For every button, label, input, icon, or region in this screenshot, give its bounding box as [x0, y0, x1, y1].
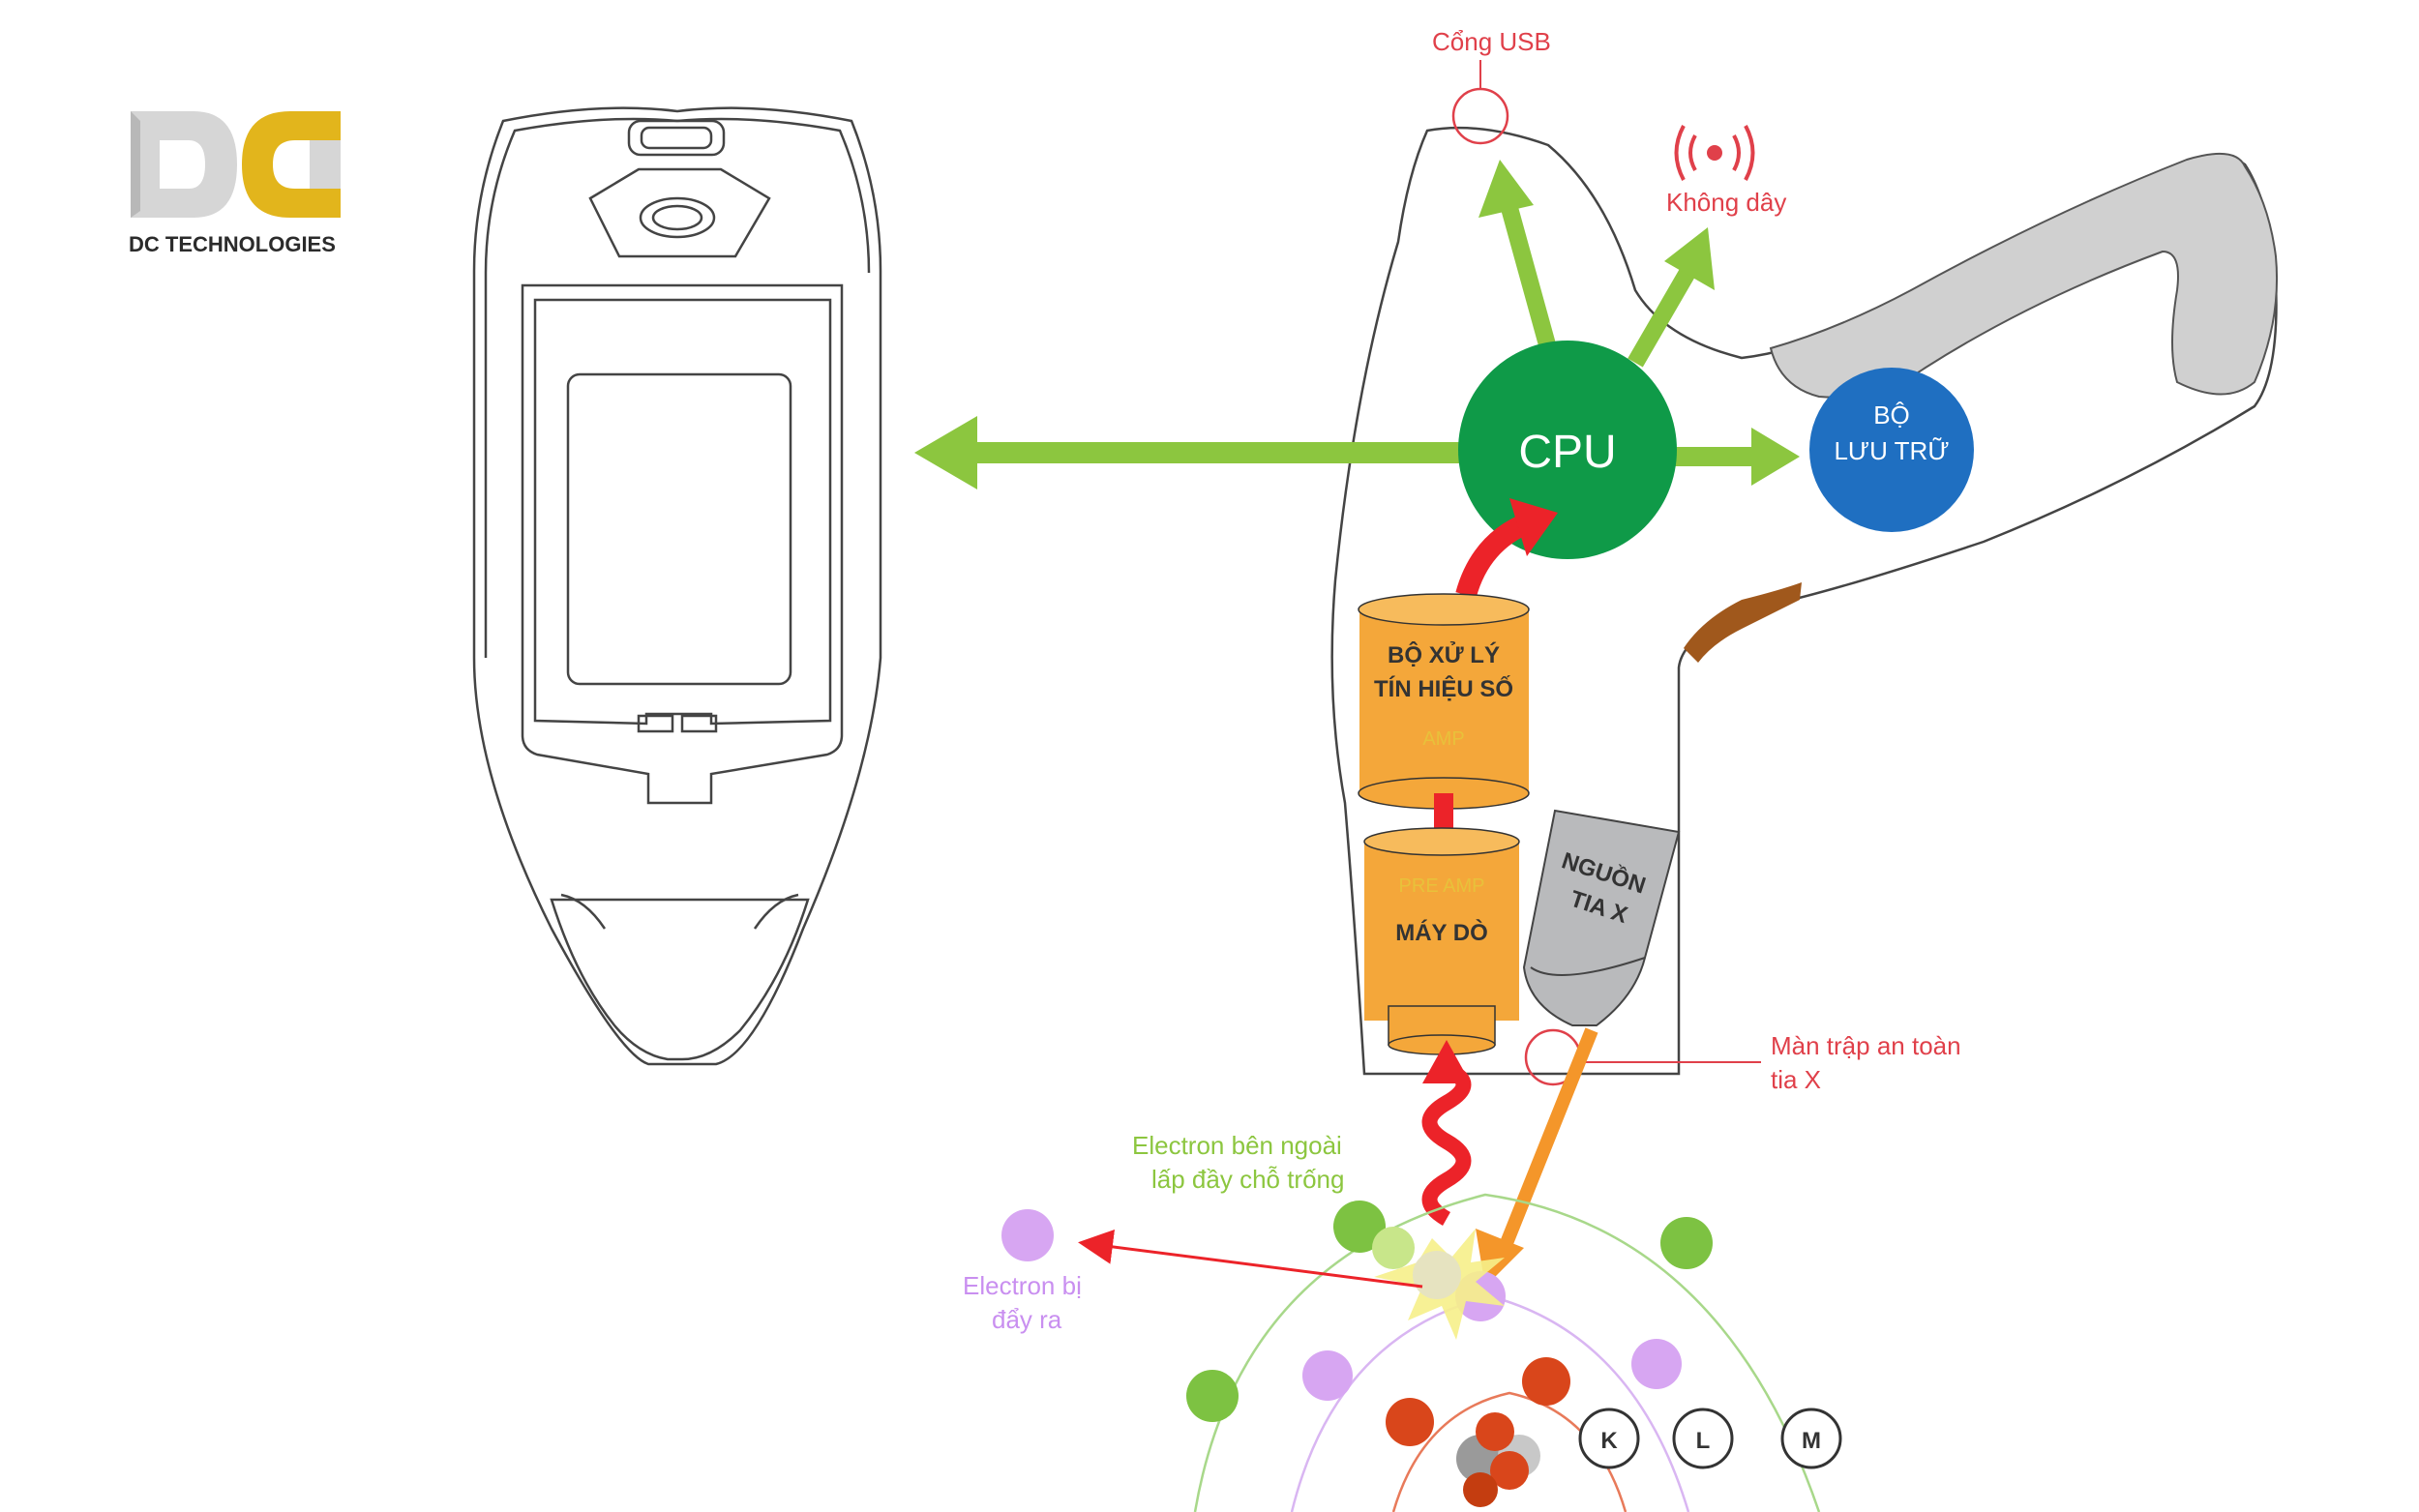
- dsp-to-cpu-arrowhead-icon: [1509, 498, 1558, 556]
- dsp-to-cpu-arrow: [1455, 512, 1534, 599]
- xray-source-module: NGUỒN TIA X: [1522, 809, 1681, 1026]
- shell-k-label: K: [1600, 1428, 1618, 1454]
- electron-outer: [1186, 1370, 1239, 1422]
- detector-module: PRE AMP MÁY DÒ: [1363, 827, 1520, 1055]
- company-name: DC TECHNOLOGIES: [129, 232, 336, 256]
- device-side-view: Cổng USB Không dây CPU BỘ LƯU TRỮ: [914, 27, 2279, 1287]
- ejected-electron: [1001, 1209, 1054, 1261]
- logo-mark-icon: [131, 111, 341, 218]
- shell-l-label: L: [1696, 1428, 1711, 1454]
- electron-inner: [1522, 1357, 1570, 1406]
- shell-m-orbit: [1193, 1193, 1821, 1512]
- electron-middle: [1631, 1339, 1682, 1389]
- usb-port-marker: [1451, 87, 1509, 145]
- shell-m-badge: M: [1780, 1408, 1842, 1469]
- wireless-icon: [1674, 125, 1755, 181]
- dsp-label-line2: TÍN HIỆU SỐ: [1374, 675, 1513, 702]
- atom-model: K L M Electron bên ngoài lấp đầy chỗ trố…: [963, 1131, 1842, 1512]
- dsp-label-line1: BỘ XỬ LÝ: [1388, 640, 1500, 668]
- wireless-label: Không dây: [1666, 188, 1786, 217]
- company-logo: DC TECHNOLOGIES: [129, 111, 341, 256]
- ejected-electron-label-line1: Electron bị: [963, 1271, 1082, 1300]
- shutter-label-line2: tia X: [1771, 1065, 1821, 1094]
- xray-beam: [1498, 1027, 1598, 1251]
- usb-port-label: Cổng USB: [1432, 27, 1551, 56]
- shell-k-badge: K: [1578, 1408, 1640, 1469]
- storage-label-line1: BỘ: [1873, 400, 1910, 430]
- arrow-to-wireless-icon: [1664, 227, 1715, 290]
- electron-middle: [1302, 1350, 1353, 1401]
- storage-label-line2: LƯU TRỮ: [1834, 436, 1949, 465]
- fluorescence-arrowhead-icon: [1422, 1040, 1471, 1083]
- nucleus: [1456, 1412, 1540, 1507]
- cpu-label: CPU: [1518, 427, 1616, 478]
- detector-label: MÁY DÒ: [1395, 919, 1488, 946]
- shell-l-badge: L: [1672, 1408, 1734, 1469]
- cpu-node: CPU: [1458, 341, 1677, 559]
- dsp-module: BỘ XỬ LÝ TÍN HIỆU SỐ AMP: [1358, 593, 1530, 810]
- outer-electron-label-line2: lấp đầy chỗ trống: [1151, 1165, 1344, 1194]
- ejection-arrow: [1078, 1229, 1423, 1289]
- electron-outer: [1660, 1217, 1713, 1269]
- shell-m-label: M: [1802, 1428, 1821, 1454]
- ejected-electron-label-line2: đẩy ra: [992, 1305, 1062, 1334]
- handle-grip: [1769, 152, 2279, 399]
- collision-burst-icon: [1372, 1227, 1505, 1340]
- xray-beam-arrowhead-icon: [1476, 1229, 1524, 1287]
- storage-node: BỘ LƯU TRỮ: [1809, 368, 1974, 532]
- trigger: [1684, 582, 1802, 663]
- data-flow-arrows: [914, 160, 1800, 489]
- dsp-amp-label: AMP: [1422, 728, 1464, 750]
- preamp-label: PRE AMP: [1399, 875, 1485, 897]
- arrow-to-usb-icon: [1478, 160, 1534, 218]
- device-front-view: [472, 106, 882, 1066]
- arrow-to-storage-icon: [1751, 428, 1800, 486]
- device-body-outline: [1330, 126, 2278, 1076]
- fluorescence-wave: [1421, 1061, 1472, 1226]
- electron-inner: [1386, 1398, 1434, 1446]
- outer-electron-label-line1: Electron bên ngoài: [1132, 1131, 1342, 1160]
- arrow-to-display-icon: [914, 416, 977, 489]
- electron-outer: [1333, 1201, 1386, 1253]
- shutter-label-line1: Màn trập an toàn: [1771, 1031, 1961, 1060]
